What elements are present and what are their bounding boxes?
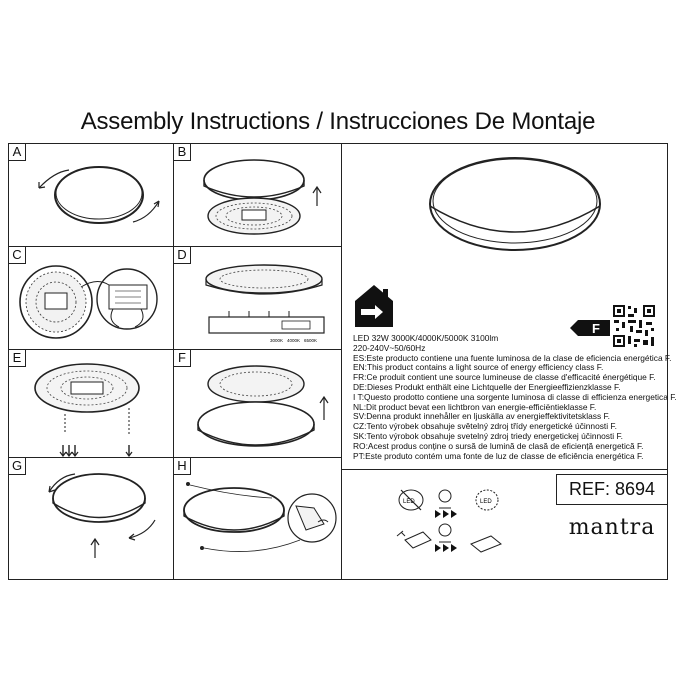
step-panel-a: A (8, 143, 174, 247)
step-label-g: G (9, 458, 26, 475)
product-illustration (429, 157, 601, 251)
step-h-illustration (183, 482, 337, 552)
step-b-illustration (203, 159, 322, 235)
spec-line-en: EN:This product contains a light source … (353, 362, 604, 373)
step-label-b: B (174, 144, 191, 161)
reference-number: REF: 8694 (556, 474, 668, 505)
step-label-d: D (174, 247, 191, 264)
spec-line-ro: RO:Acest produs conține o sursă de lumin… (353, 440, 644, 451)
house-fixed-install-icon (355, 285, 393, 327)
product-info-panel (341, 143, 668, 470)
step-a-illustration (38, 166, 160, 224)
step-label-h: H (174, 458, 191, 475)
spec-line-nl: NL:Dit product bevat een lichtbron van e… (353, 401, 597, 412)
step-panel-b: B (173, 143, 342, 247)
step-d-illustration: 3000K 4000K 6500K (205, 264, 325, 343)
energy-class-badge: F (570, 320, 610, 336)
spec-line-sk: SK:Tento výrobok obsahuje svetelný zdroj… (353, 430, 624, 441)
spec-line-it: I T:Questo prodotto contiene una sorgent… (353, 391, 676, 402)
step-g-illustration (48, 473, 156, 558)
spec-line-fr: FR:Ce produit contient une source lumine… (353, 372, 656, 383)
spec-line-pt: PT:Este produto contém uma fonte de luz … (353, 450, 644, 461)
brand-logo: mantra (568, 515, 656, 540)
step-c-illustration (19, 265, 158, 339)
step-panel-g: G (8, 457, 174, 580)
driver-temp-3: 6500K (304, 338, 317, 343)
driver-temp-1: 3000K (270, 338, 283, 343)
step-panel-e: E (8, 349, 174, 458)
step-label-c: C (9, 247, 26, 264)
driver-temp-2: 4000K (287, 338, 300, 343)
energy-class-letter: F (592, 321, 600, 336)
spec-line-es: ES:Este producto contiene una fuente lum… (353, 352, 672, 363)
step-e-illustration (34, 363, 140, 457)
led-non-replaceable-icon: LED LED (396, 489, 502, 553)
step-panel-c: C (8, 246, 174, 350)
qr-code-icon (612, 304, 656, 348)
spec-block: LED 32W 3000K/4000K/5000K 3100lm 220-240… (353, 333, 676, 461)
spec-line-sv: SV:Denna produkt innehåller en ljuskälla… (353, 411, 610, 422)
spec-line-de: DE:Dieses Produkt enthält eine Lichtquel… (353, 381, 621, 392)
svg-text:LED: LED (403, 499, 415, 505)
spec-line-cz: CZ:Tento výrobek obsahuje světelný zdroj… (353, 421, 617, 432)
step-panel-h: H (173, 457, 342, 580)
svg-text:LED: LED (480, 499, 492, 505)
step-label-f: F (174, 350, 191, 367)
step-label-e: E (9, 350, 26, 367)
step-panel-d: 3000K 4000K 6500K D (173, 246, 342, 350)
page-title: Assembly Instructions / Instrucciones De… (80, 108, 596, 135)
step-panel-f: F (173, 349, 342, 458)
step-label-a: A (9, 144, 26, 161)
spec-voltage: 220-240V~50/60Hz (353, 342, 426, 353)
step-f-illustration (197, 365, 329, 447)
spec-power: LED 32W 3000K/4000K/5000K 3100lm (353, 333, 499, 343)
